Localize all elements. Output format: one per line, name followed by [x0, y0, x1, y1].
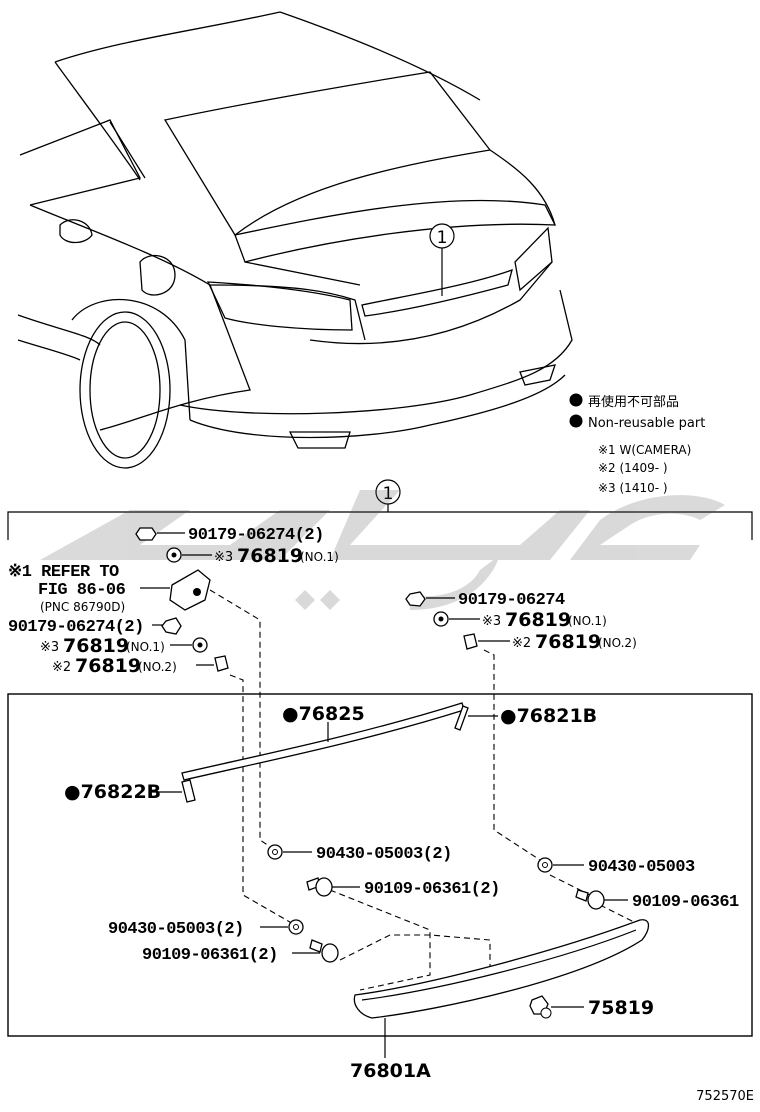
- car-callout-label: 1: [437, 228, 448, 248]
- part-76819-no2-left: 76819: [75, 655, 141, 677]
- part-76819-no1-right-suffix: (NO.1): [568, 614, 607, 628]
- part-90109-06361-right: 90109-06361: [632, 893, 739, 912]
- part-76819-no1-mid: 76819: [63, 635, 129, 657]
- sub-assembly-frame: [7, 693, 753, 1037]
- part-76801a: 76801A: [350, 1060, 431, 1082]
- part-90179-06274-right: 90179-06274: [458, 591, 565, 610]
- right-fasteners: 90179-06274 ※3 76819 (NO.1) ※2 76819 (NO…: [405, 591, 637, 653]
- part-76819-no1-right: 76819: [505, 609, 571, 631]
- part-90179-06274-2-mid: 90179-06274(2): [8, 618, 144, 637]
- part-90179-06274-2-top: 90179-06274(2): [188, 526, 324, 545]
- refer-line-1: ※1 REFER TO: [8, 563, 119, 582]
- assembly-callout-label: 1: [383, 484, 394, 504]
- part-76825: ●76825: [282, 703, 365, 725]
- part-76819-no2-left-suffix: (NO.2): [138, 660, 177, 674]
- part-76821b: ●76821B: [500, 705, 597, 727]
- legend-note-2: ※2 (1409- ): [598, 461, 668, 475]
- figure-id: 752570E: [696, 1089, 754, 1104]
- part-76819-no1-top-suffix: (NO.1): [300, 550, 339, 564]
- legend-note-1: ※1 W(CAMERA): [598, 443, 691, 457]
- car-illustration: 1: [17, 11, 573, 469]
- assembly-bracket: 1: [7, 479, 753, 540]
- part-76819-no1-mid-mark: ※3: [40, 640, 59, 655]
- part-76819-no2-right: 76819: [535, 631, 601, 653]
- part-75819: 75819: [588, 997, 654, 1019]
- part-76819-no2-right-mark: ※2: [512, 636, 531, 651]
- left-fasteners: 90179-06274(2) ※3 76819 (NO.1) ※1 REFER …: [8, 526, 339, 677]
- part-76819-no1-top: 76819: [237, 545, 303, 567]
- refer-line-2: FIG 86-06: [38, 581, 126, 600]
- sub-assembly-parts: ●76825 ●76821B ●76822B 90430-05003(2) 90…: [64, 589, 740, 1082]
- part-76819-no1-right-mark: ※3: [482, 614, 501, 629]
- legend: 再使用不可部品 Non-reusable part ※1 W(CAMERA) ※…: [569, 393, 705, 495]
- refer-line-3: (PNC 86790D): [40, 600, 125, 614]
- legend-en: Non-reusable part: [588, 416, 705, 431]
- part-76819-no2-left-mark: ※2: [52, 660, 71, 675]
- legend-note-3: ※3 (1410- ): [598, 481, 668, 495]
- part-90430-05003-2-lower: 90430-05003(2): [108, 920, 244, 939]
- part-90109-06361-2-lower: 90109-06361(2): [142, 946, 278, 965]
- part-76822b: ●76822B: [64, 781, 161, 803]
- part-76819-no1-mid-suffix: (NO.1): [126, 640, 165, 654]
- legend-jp: 再使用不可部品: [588, 394, 679, 410]
- part-90430-05003-right: 90430-05003: [588, 858, 695, 877]
- part-90430-05003-2-upper: 90430-05003(2): [316, 845, 452, 864]
- watermark-logo: [40, 490, 725, 610]
- part-76819-no2-right-suffix: (NO.2): [598, 636, 637, 650]
- part-90109-06361-2-upper: 90109-06361(2): [364, 880, 500, 899]
- part-76819-no1-top-mark: ※3: [214, 550, 233, 565]
